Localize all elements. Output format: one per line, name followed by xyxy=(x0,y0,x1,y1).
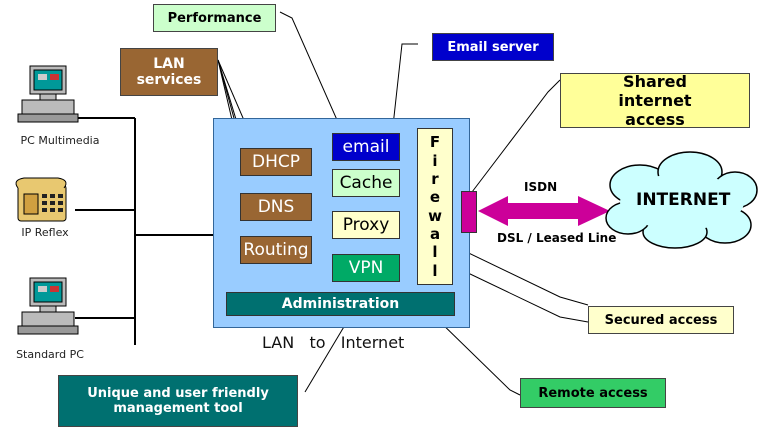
ip-reflex-phone-icon xyxy=(15,177,67,222)
standard-pc-icon xyxy=(17,277,79,335)
cache-module: Cache xyxy=(332,169,400,197)
device-label-standard-pc: Standard PC xyxy=(16,348,84,361)
firewall-letter: e xyxy=(429,188,441,207)
device-label-pc-multimedia: PC Multimedia xyxy=(20,134,100,147)
dns-service: DNS xyxy=(240,193,312,221)
device-label-ip-reflex: IP Reflex xyxy=(21,226,69,239)
firewall-letter: a xyxy=(429,225,441,244)
shared-internet-callout: Shared internet access xyxy=(560,72,750,129)
administration-bar: Administration xyxy=(226,292,455,316)
secured-access-callout: Secured access xyxy=(588,306,734,334)
firewall-letter: l xyxy=(432,243,438,262)
firewall-letter: r xyxy=(431,169,439,188)
firewall-letter: F xyxy=(429,133,441,152)
firewall-letter: l xyxy=(432,261,438,280)
firewall-letter: i xyxy=(432,151,438,170)
connection-arrow xyxy=(478,196,610,226)
dsl-label: DSL / Leased Line xyxy=(497,231,617,245)
firewall-box: F i r e w a l l xyxy=(417,128,453,285)
management-tool-callout: Unique and user friendly management tool xyxy=(58,375,298,427)
firewall-letter: w xyxy=(428,206,442,225)
email-module: email xyxy=(332,133,400,161)
routing-service: Routing xyxy=(240,236,312,264)
proxy-module: Proxy xyxy=(332,211,400,239)
remote-access-callout: Remote access xyxy=(520,378,666,408)
vpn-module: VPN xyxy=(332,254,400,282)
wan-port xyxy=(461,191,477,233)
internet-cloud xyxy=(605,151,758,249)
internet-label: INTERNET xyxy=(636,190,731,210)
email-server-callout: Email server xyxy=(432,33,554,61)
isdn-label: ISDN xyxy=(524,180,558,194)
performance-callout: Performance xyxy=(153,4,276,32)
lan-to-internet-caption: LAN to Internet xyxy=(262,333,405,352)
lan-services-callout: LAN services xyxy=(120,48,218,96)
dhcp-service: DHCP xyxy=(240,148,312,176)
pc-multimedia-icon xyxy=(17,65,79,123)
